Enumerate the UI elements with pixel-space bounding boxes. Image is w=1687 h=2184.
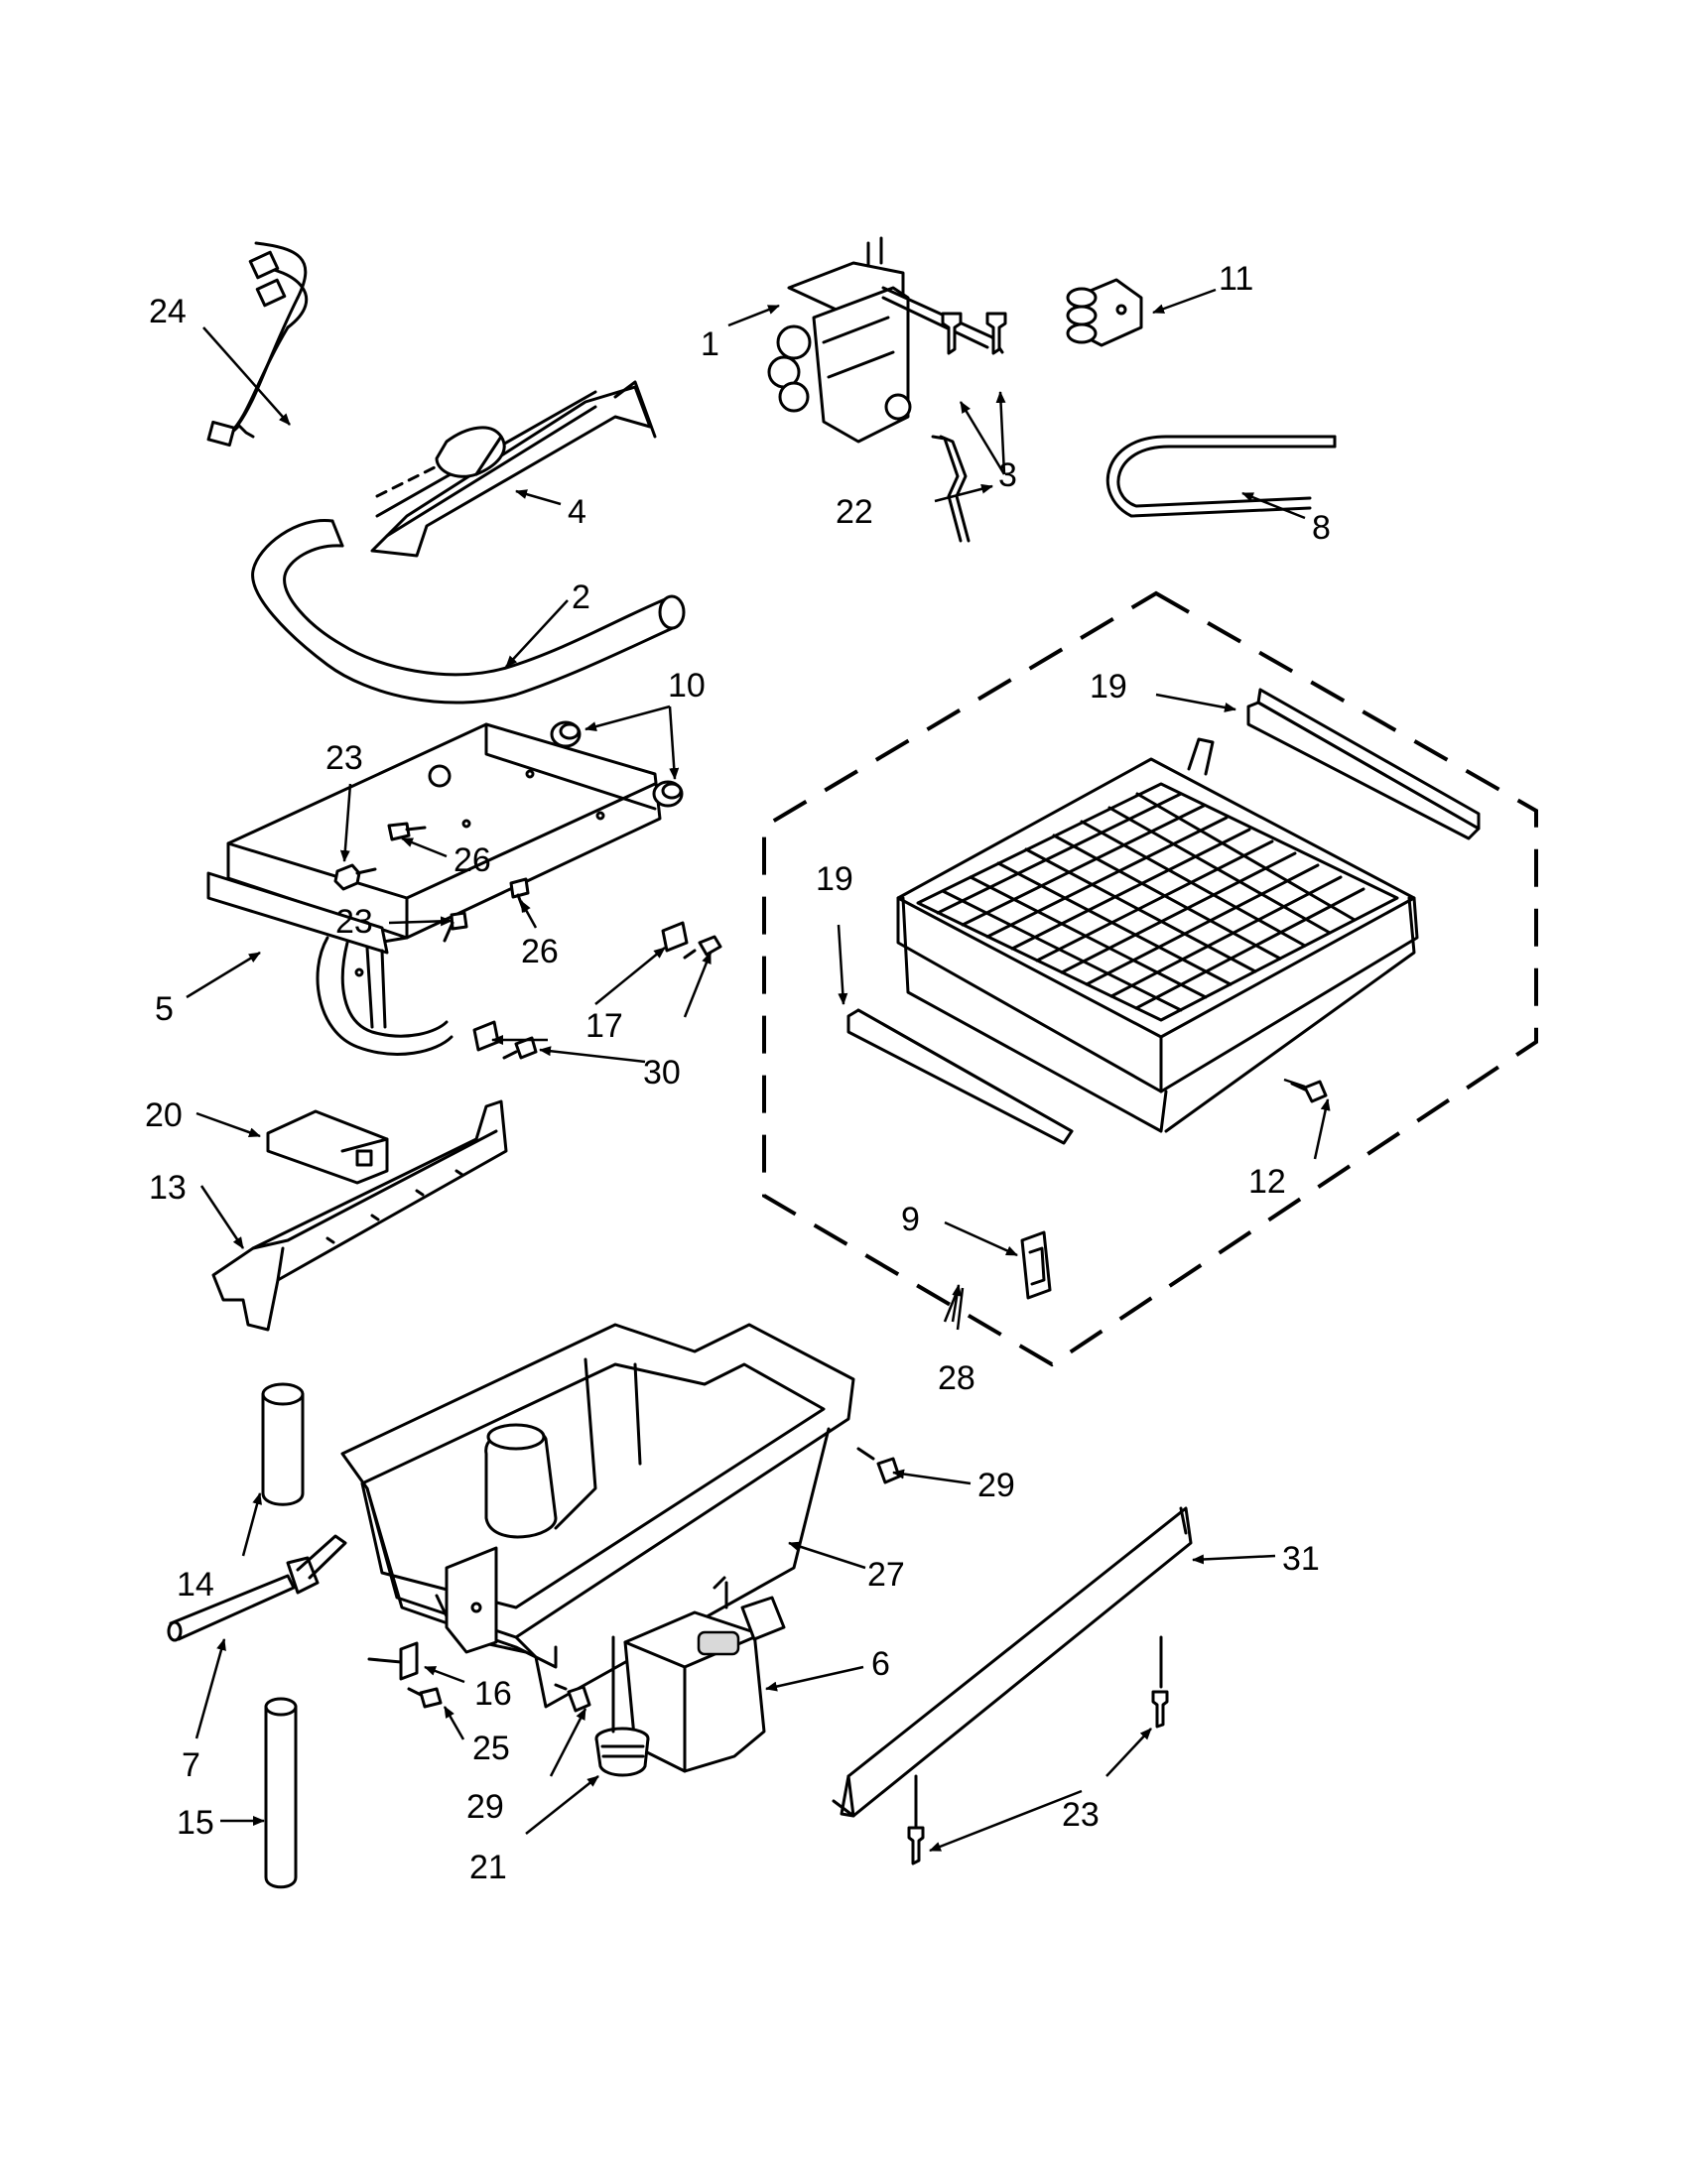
callout-31: 31 — [1282, 1540, 1320, 1578]
grommet-part-10 — [550, 720, 684, 808]
callout-16: 16 — [474, 1675, 512, 1713]
screw-part-23-upper — [333, 863, 377, 891]
clip-part-17-lower — [472, 1020, 500, 1052]
kit-boundary-dashed-outline — [762, 590, 1538, 1367]
link-part-22 — [931, 435, 971, 543]
callout-24: 24 — [149, 293, 187, 330]
callout-21: 21 — [469, 1849, 507, 1886]
callout-26-lower: 26 — [521, 933, 559, 970]
callout-29-right: 29 — [977, 1467, 1015, 1504]
clip-part-9 — [1020, 1230, 1052, 1300]
tube-part-15 — [264, 1697, 298, 1889]
leader-lines — [186, 288, 1331, 1853]
screw-part-23-bottom-left — [907, 1774, 925, 1865]
callout-30-upper: 30 — [643, 1054, 681, 1092]
housing-frame-part-5 — [206, 722, 662, 1056]
callout-28: 28 — [938, 1359, 975, 1397]
callout-17: 17 — [585, 1007, 623, 1045]
screw-part-23-bottom-right — [1151, 1635, 1169, 1729]
motor-assembly-part — [767, 236, 1004, 444]
strip-part-19-upper — [1246, 688, 1481, 840]
callout-22: 22 — [836, 493, 873, 531]
screw-part-26-lower — [509, 877, 530, 913]
nut-part-21 — [594, 1635, 650, 1777]
ice-chute-part-13 — [211, 1099, 508, 1332]
callout-2: 2 — [572, 578, 590, 616]
screw-part-25 — [407, 1687, 443, 1709]
callout-25: 25 — [472, 1730, 510, 1767]
callout-3: 3 — [998, 456, 1017, 494]
callout-20: 20 — [145, 1096, 183, 1134]
wire-harness-part — [206, 241, 309, 448]
clip-part-17-upper — [661, 921, 689, 953]
callout-6: 6 — [871, 1645, 890, 1683]
callout-10: 10 — [668, 667, 706, 705]
callout-23-middle: 23 — [335, 903, 373, 941]
callout-labels: 1 2 3 4 5 6 7 8 9 10 11 12 13 14 15 16 1… — [145, 260, 1331, 1886]
callout-15: 15 — [177, 1804, 214, 1842]
strip-part-19-lower — [846, 1008, 1074, 1145]
callout-23-bottom: 23 — [1062, 1796, 1100, 1834]
callout-29-left: 29 — [466, 1788, 504, 1826]
callout-11: 11 — [1219, 260, 1253, 298]
callout-23-upper: 23 — [325, 739, 363, 777]
bracket-part-20 — [266, 1109, 389, 1185]
auger-motor-part-6 — [623, 1576, 786, 1773]
callout-5: 5 — [155, 990, 174, 1028]
callout-26-upper: 26 — [454, 841, 491, 879]
screw-part-29-left — [554, 1683, 591, 1713]
callout-4: 4 — [568, 493, 586, 531]
cover-panel-part-31 — [832, 1506, 1193, 1818]
callout-12: 12 — [1248, 1163, 1286, 1201]
screw-part-29-right — [856, 1447, 901, 1484]
screw-part-30-upper — [683, 935, 722, 960]
tube-part-14 — [261, 1382, 305, 1506]
auger-shaft-part — [370, 380, 657, 558]
duct-tube-part — [251, 518, 686, 705]
callout-13: 13 — [149, 1169, 187, 1207]
callout-9: 9 — [901, 1201, 920, 1238]
fill-tube-part-7 — [167, 1534, 347, 1642]
callout-14: 14 — [177, 1566, 214, 1604]
screw-part-12 — [1290, 1080, 1328, 1103]
callout-19-lower: 19 — [816, 860, 853, 898]
ice-bin-part-27 — [340, 1323, 855, 1709]
callout-8: 8 — [1312, 509, 1331, 547]
screw-part-26-upper — [387, 822, 427, 841]
clamp-part-11 — [1066, 278, 1143, 347]
bracket-part-16 — [367, 1641, 419, 1681]
heater-loop-part-8 — [1106, 435, 1337, 518]
callout-1: 1 — [701, 325, 719, 363]
callout-19-upper: 19 — [1090, 668, 1127, 706]
callout-27: 27 — [867, 1556, 905, 1594]
screw-part-3 — [941, 312, 1007, 355]
ice-grid-assembly — [896, 737, 1419, 1133]
callout-7: 7 — [182, 1746, 200, 1784]
